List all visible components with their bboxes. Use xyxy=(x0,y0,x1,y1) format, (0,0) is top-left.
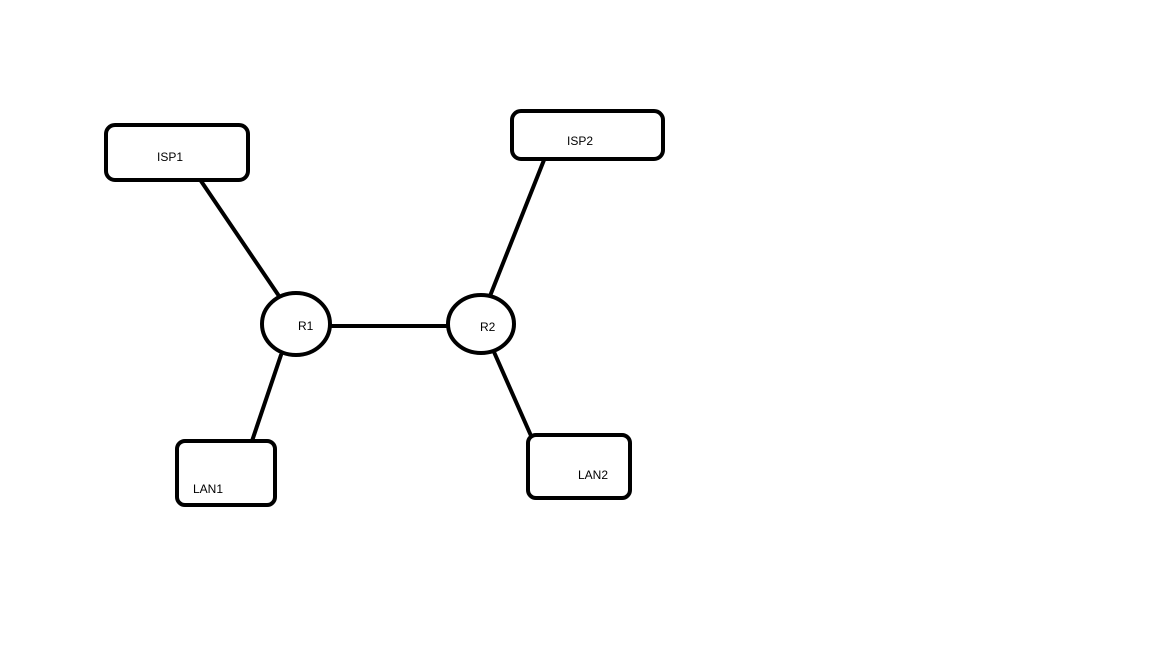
link-isp1-r1 xyxy=(199,179,283,301)
link-r2-lan2 xyxy=(492,350,534,440)
r2-node: R2 xyxy=(446,293,516,355)
isp1-node: ISP1 xyxy=(104,123,250,182)
isp1-label: ISP1 xyxy=(157,150,183,164)
link-r1-lan1 xyxy=(250,353,283,443)
isp1-box xyxy=(104,123,250,182)
isp2-label: ISP2 xyxy=(567,134,593,148)
r1-node: R1 xyxy=(260,291,332,357)
lan2-label: LAN2 xyxy=(578,468,608,482)
isp2-node: ISP2 xyxy=(510,109,665,161)
isp2-box xyxy=(510,109,665,161)
lan2-box xyxy=(526,433,632,500)
link-isp2-r2 xyxy=(488,158,546,298)
lan1-node: LAN1 xyxy=(175,439,277,507)
r2-circle xyxy=(446,293,516,355)
r1-label: R1 xyxy=(298,319,314,333)
lan1-label: LAN1 xyxy=(193,482,223,496)
r2-label: R2 xyxy=(480,320,496,334)
lan1-box xyxy=(175,439,277,507)
r1-circle xyxy=(260,291,332,357)
lan2-node: LAN2 xyxy=(526,433,632,500)
